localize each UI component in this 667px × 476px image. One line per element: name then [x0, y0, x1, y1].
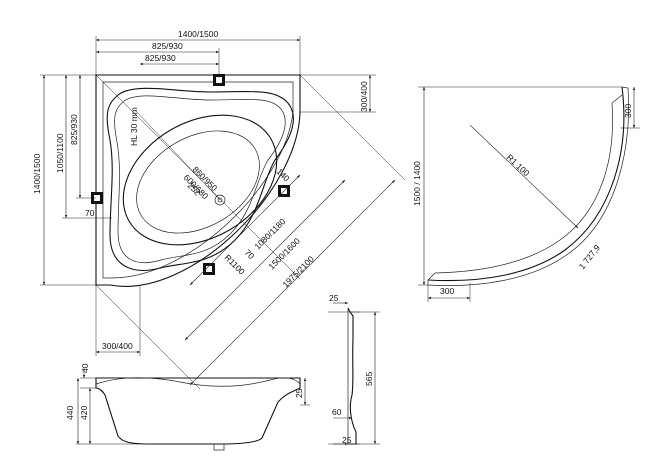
dim-top-2: 825/930 — [152, 41, 183, 51]
dim-left-2: 1050/1100 — [55, 133, 65, 173]
dim-profile-60: 60 — [332, 407, 342, 417]
curve-outer — [427, 86, 625, 282]
profile-outline — [347, 307, 357, 445]
dim-profile-25-bottom: 25 — [342, 435, 352, 445]
dim-profile-25-top: 25 — [329, 293, 339, 303]
dim-left-small: 70 — [85, 208, 95, 218]
dim-left-3: 825/930 — [69, 114, 79, 145]
curve-height-label: 1500 / 1400 — [412, 161, 422, 206]
dim-70: 70 — [243, 247, 257, 261]
dim-profile-565: 565 — [364, 372, 374, 386]
dim-bottom: 300/400 — [102, 341, 133, 351]
dim-diag-1: 1080/1180 — [252, 216, 287, 251]
curve-view: 1500 / 1400 300 300 R1 100 1 727,9 — [412, 86, 640, 302]
curve-radius-label: R1 100 — [505, 152, 532, 178]
profile-view: 25 565 60 25 — [328, 293, 380, 446]
dim-right: 300/400 — [359, 81, 369, 112]
curve-top-right-label: 300 — [623, 104, 633, 118]
dim-left-1: 1400/1500 — [32, 154, 42, 194]
dim-side-420: 420 — [79, 406, 89, 420]
dim-side-40: 40 — [80, 363, 90, 373]
curve-bottom-label: 300 — [440, 286, 454, 296]
dim-side-25: 25 — [294, 388, 304, 398]
curve-arc-label: 1 727,9 — [577, 243, 603, 272]
dim-top-3: 825/930 — [145, 53, 176, 63]
headrest-label: HL 30 mm — [129, 107, 139, 146]
side-outline — [95, 377, 301, 445]
plan-view: 1400/1500 825/930 825/930 1400/1500 1050… — [32, 29, 406, 390]
radius-label: R1100 — [223, 252, 248, 277]
dim-top-1: 1400/1500 — [178, 29, 218, 39]
dim-side-440: 440 — [65, 406, 75, 420]
curve-inner — [434, 102, 613, 274]
side-view: 40 440 420 25 — [65, 363, 310, 451]
